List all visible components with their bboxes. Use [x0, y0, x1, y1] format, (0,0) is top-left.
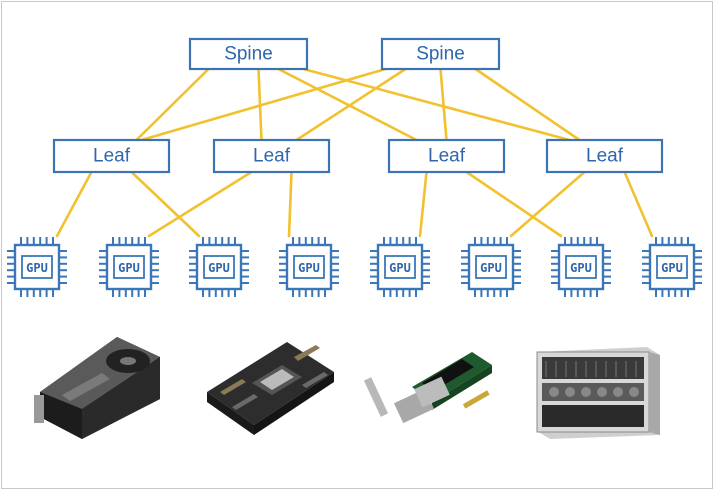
gpu-chip-icon: GPU [189, 237, 249, 297]
leaf-label: Leaf [586, 146, 624, 167]
leaf-gpu-link [418, 170, 428, 238]
spine-label: Spine [416, 44, 465, 65]
leaf-gpu-link [509, 170, 586, 238]
leaf-node: Leaf [52, 138, 171, 174]
leaf-node: Leaf [212, 138, 331, 174]
leaf-node: Leaf [545, 138, 664, 174]
chip-die [113, 255, 145, 279]
leaf-node: Leaf [387, 138, 506, 174]
leaf-gpu-link [130, 170, 201, 238]
leaf-label: Leaf [253, 146, 291, 167]
leaf-label: Leaf [428, 146, 466, 167]
gpu-chip-icon: GPU [370, 237, 430, 297]
gpu-server-icon [536, 347, 660, 439]
gpu-label: GPU [26, 261, 48, 275]
gpu-label: GPU [118, 261, 140, 275]
gpu-chip-icon: GPU [279, 237, 339, 297]
leaf-gpu-link [287, 170, 293, 238]
links-layer [55, 67, 654, 238]
spine-leaf-link [135, 67, 210, 142]
network-card-icon [363, 352, 492, 424]
chip-die [203, 255, 235, 279]
chip-die [475, 255, 507, 279]
leaf-gpu-link [465, 170, 563, 238]
spine-node: Spine [188, 37, 309, 71]
leaf-gpu-link [147, 170, 253, 238]
spine-node: Spine [380, 37, 501, 71]
gpu-chips-layer: GPU GPU GPU GPU GPU GPU GPU GPU [7, 237, 702, 297]
gpu-chip-icon: GPU [551, 237, 611, 297]
gpu-chip-icon: GPU [99, 237, 159, 297]
leaf-gpu-link [55, 170, 93, 238]
leaf-gpu-link [623, 170, 654, 238]
chip-die [21, 255, 53, 279]
gpu-module-icon [207, 342, 334, 435]
spine-label: Spine [224, 44, 273, 65]
gpu-chip-icon: GPU [7, 237, 67, 297]
gpu-chip-icon: GPU [461, 237, 521, 297]
chip-die [293, 255, 325, 279]
gpu-label: GPU [480, 261, 502, 275]
spine-leaf-link [277, 67, 418, 142]
chip-die [656, 255, 688, 279]
leaf-label: Leaf [93, 146, 131, 167]
spine-leaf-link [474, 67, 581, 142]
spine-leaf-link [140, 67, 387, 142]
gpu-label: GPU [298, 261, 320, 275]
chip-die [565, 255, 597, 279]
graphics-card-icon [34, 337, 160, 439]
gpu-label: GPU [661, 261, 683, 275]
spine-leaf-link [439, 67, 448, 142]
gpu-label: GPU [208, 261, 230, 275]
chip-die [384, 255, 416, 279]
gpu-label: GPU [389, 261, 411, 275]
spine-leaf-link [295, 67, 407, 142]
gpu-label: GPU [570, 261, 592, 275]
gpu-chip-icon: GPU [642, 237, 702, 297]
